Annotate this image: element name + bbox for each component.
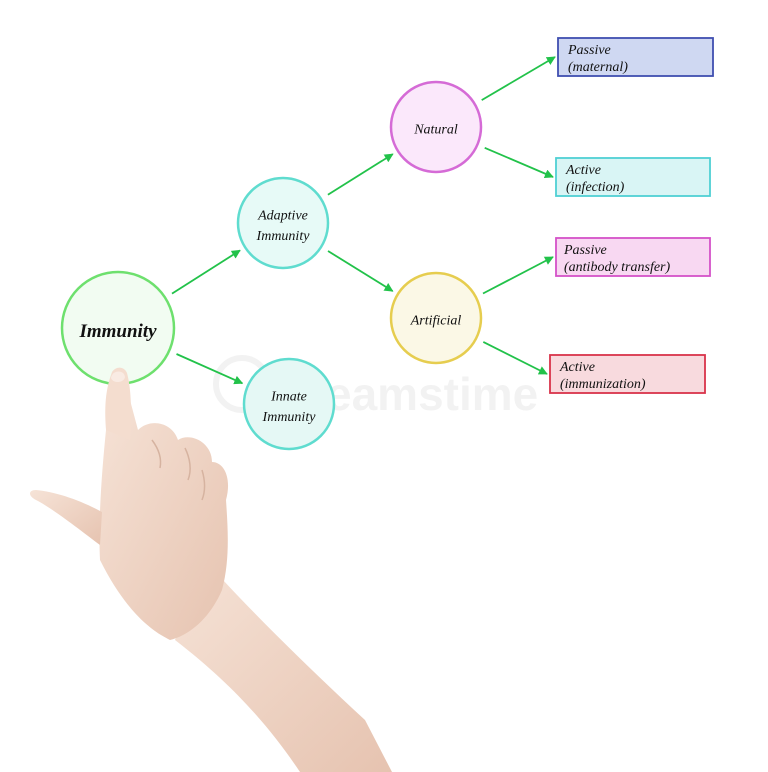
node-natural-label: Natural: [413, 123, 458, 138]
arrow-artificial-to-passive_antibody: [483, 257, 553, 294]
label-line: (immunization): [560, 377, 646, 392]
label-line: (infection): [566, 180, 625, 195]
label-line: Passive: [563, 243, 607, 258]
label-line: Passive: [567, 43, 611, 58]
box-passive-maternal: Passive (maternal): [558, 38, 713, 76]
box-active-infection: Active (infection): [556, 158, 710, 196]
node-natural: Natural: [391, 82, 481, 172]
box-active-immunization: Active (immunization): [550, 355, 705, 393]
node-immunity-label: Immunity: [78, 321, 157, 342]
arrow-immunity-to-adaptive: [172, 250, 240, 293]
arrow-natural-to-active_infection: [485, 148, 553, 177]
label-line: Immunity: [256, 229, 311, 244]
arrow-natural-to-passive_maternal: [482, 57, 555, 100]
edges-layer: [172, 57, 555, 383]
node-artificial-label: Artificial: [410, 314, 462, 329]
label-line: (antibody transfer): [564, 260, 670, 275]
arrow-adaptive-to-artificial: [328, 251, 393, 291]
label-line: Adaptive: [257, 209, 308, 224]
label-line: Active: [559, 360, 595, 375]
node-immunity: Immunity: [62, 272, 174, 384]
pointing-hand-photo: [30, 368, 392, 772]
label-line: (maternal): [568, 60, 628, 75]
node-artificial: Artificial: [391, 273, 481, 363]
label-line: Natural: [413, 123, 458, 138]
label-line: Immunity: [262, 410, 317, 425]
label-line: Artificial: [410, 314, 462, 329]
box-passive-antibody: Passive (antibody transfer): [556, 238, 710, 276]
label-line: Innate: [270, 390, 307, 405]
hand-thumb: [30, 490, 102, 545]
arrow-adaptive-to-natural: [328, 154, 393, 195]
label-line: Immunity: [78, 321, 157, 342]
label-line: Active: [565, 163, 601, 178]
